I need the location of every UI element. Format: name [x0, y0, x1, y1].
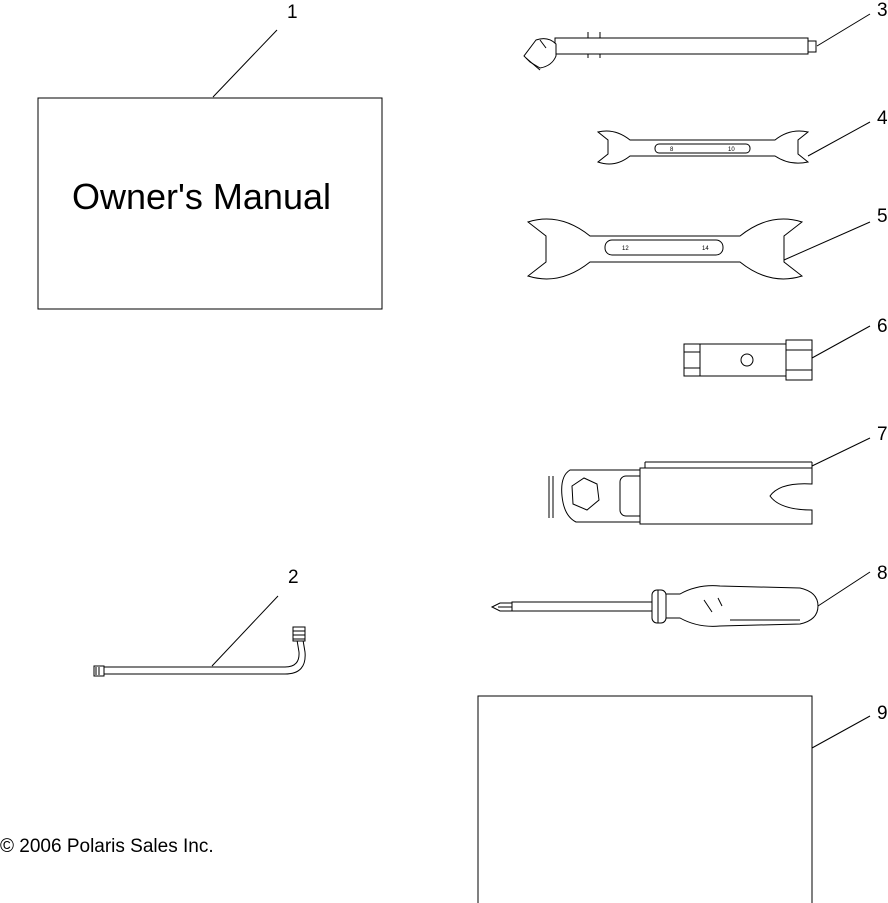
- callout-6: 6: [877, 316, 888, 337]
- wrench-small-size-a: 8: [670, 147, 674, 153]
- wrench-small-size-b: 10: [728, 147, 735, 153]
- wrench-large-size-a: 12: [622, 246, 629, 252]
- callout-3: 3: [877, 0, 888, 21]
- leader-line-2: [211, 595, 279, 667]
- leader-line-1: [212, 29, 278, 98]
- callout-1: 1: [287, 2, 298, 23]
- callout-4: 4: [877, 108, 888, 129]
- combination-wrench-large: 12 14: [526, 218, 804, 280]
- leader-line-7: [811, 437, 871, 467]
- leader-line-4: [807, 121, 871, 157]
- screwdriver: [490, 585, 819, 627]
- leader-line-9: [811, 715, 871, 749]
- ring-wrench-tool: [548, 461, 813, 525]
- leader-line-6: [811, 325, 871, 359]
- wrench-large-size-b: 14: [702, 246, 709, 252]
- socket-bar-tool: [523, 32, 817, 71]
- blank-card: [477, 695, 813, 903]
- callout-9: 9: [877, 703, 888, 724]
- leader-line-3: [816, 13, 871, 47]
- owners-manual: Owner's Manual: [37, 97, 383, 310]
- leader-line-8: [817, 571, 871, 607]
- hex-key: [93, 626, 306, 677]
- callout-2: 2: [288, 567, 299, 588]
- combination-wrench-small: 8 10: [596, 130, 810, 165]
- owners-manual-title: Owner's Manual: [72, 176, 331, 217]
- copyright-notice: © 2006 Polaris Sales Inc.: [0, 836, 214, 857]
- callout-8: 8: [877, 563, 888, 584]
- spark-plug-socket: [683, 339, 813, 381]
- leader-line-5: [783, 221, 871, 261]
- callout-5: 5: [877, 206, 888, 227]
- callout-7: 7: [877, 424, 888, 445]
